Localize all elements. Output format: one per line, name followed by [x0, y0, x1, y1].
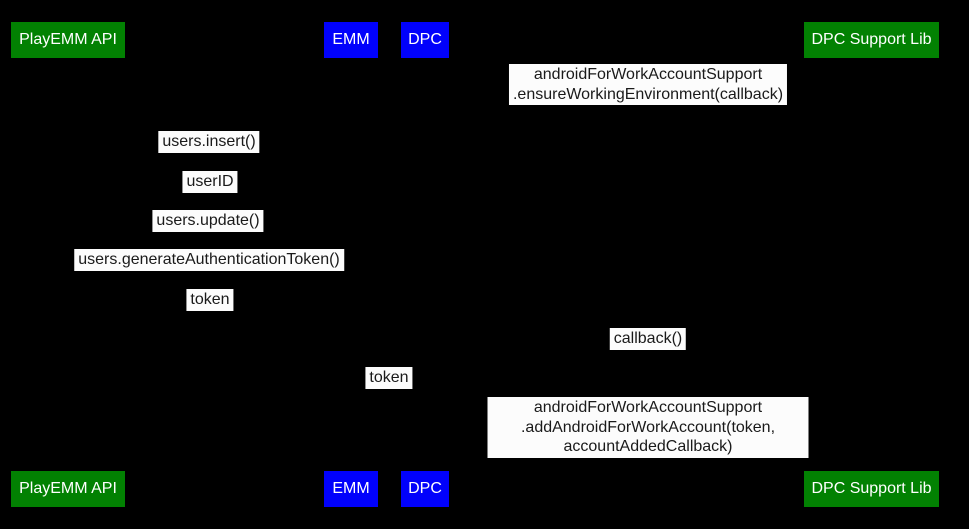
message-add-android-for-work-account: androidForWorkAccountSupport .addAndroid…: [487, 397, 809, 458]
participant-dpc-support-lib-bottom: DPC Support Lib: [804, 471, 939, 507]
message-callback: callback(): [609, 328, 687, 350]
message-users-insert: users.insert(): [158, 131, 260, 153]
participant-dpc-support-lib-top: DPC Support Lib: [804, 22, 939, 58]
message-users-update: users.update(): [152, 210, 264, 232]
message-token-return: token: [186, 289, 234, 311]
message-ensure-working-environment: androidForWorkAccountSupport .ensureWork…: [508, 64, 788, 105]
message-token-to-dpc: token: [365, 367, 413, 389]
participant-emm-bottom: EMM: [324, 471, 378, 507]
participant-dpc-top: DPC: [401, 22, 449, 58]
message-generate-authentication-token: users.generateAuthenticationToken(): [74, 249, 344, 271]
participant-emm-top: EMM: [324, 22, 378, 58]
participant-playemm-api-top: PlayEMM API: [11, 22, 125, 58]
participant-dpc-bottom: DPC: [401, 471, 449, 507]
message-user-id: userID: [182, 171, 238, 193]
participant-playemm-api-bottom: PlayEMM API: [11, 471, 125, 507]
